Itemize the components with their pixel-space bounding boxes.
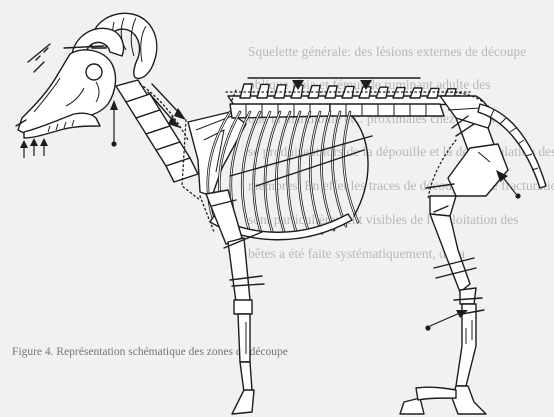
rib-cage-outline — [352, 116, 368, 216]
rib — [299, 112, 310, 236]
spinous-process — [427, 88, 439, 98]
tooth-arrows — [20, 138, 48, 158]
spinous-process — [257, 84, 269, 98]
spinous-process — [308, 86, 320, 98]
pelvis — [440, 92, 500, 150]
spinous-process — [410, 88, 422, 98]
hind-dotted-outline — [428, 140, 456, 200]
spine — [226, 84, 470, 118]
spinous-process — [376, 87, 388, 98]
scapula — [182, 112, 246, 200]
spinous-process — [393, 88, 405, 98]
jaw-pointer-arrow — [110, 100, 118, 147]
skull — [18, 50, 115, 138]
spinous-process — [240, 84, 252, 98]
